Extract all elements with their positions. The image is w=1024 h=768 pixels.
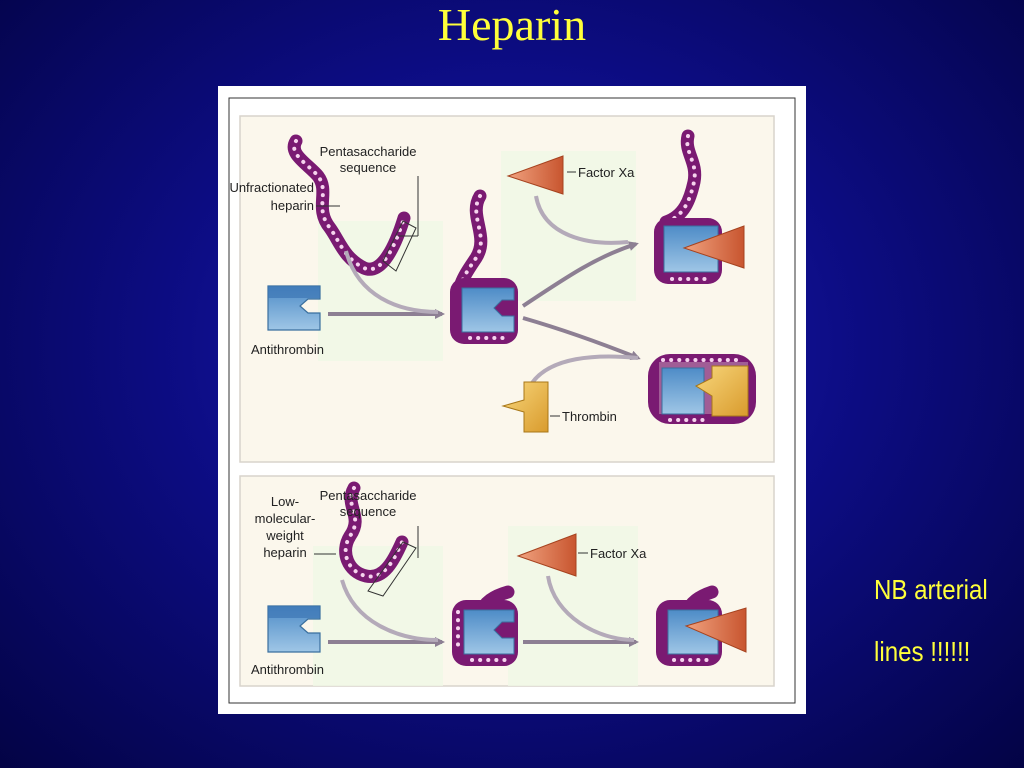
pentasaccharide-label-line2: sequence: [340, 160, 396, 175]
factor-xa-protein: [506, 155, 564, 195]
heparin-antithrombin-complex: [450, 189, 518, 344]
lmwh-antithrombin-xa-complex: [656, 585, 747, 666]
arrow-to-thrombin-complex: [522, 316, 641, 361]
lmwh-label-line2: molecular-: [255, 511, 316, 526]
lmwh-chain: [339, 481, 409, 583]
lmwh-label-line3: weight: [265, 528, 304, 543]
unfractionated-heparin-chain: [287, 134, 411, 276]
heparin-antithrombin-xa-complex: [654, 129, 745, 284]
lmwh-factor-xa-protein: [516, 533, 577, 577]
factor-xa-label: Factor Xa: [578, 165, 635, 180]
lmwh-antithrombin-complex: [452, 585, 518, 666]
heparin-label-line2: heparin: [271, 198, 314, 213]
note-line-2: lines !!!!!!: [874, 636, 971, 667]
lmwh-factor-xa-label: Factor Xa: [590, 546, 647, 561]
pentasaccharide-label-line1: Pentasaccharide: [320, 144, 417, 159]
heparin-antithrombin-thrombin-complex: [648, 354, 756, 424]
lmwh-antithrombin-label: Antithrombin: [251, 662, 324, 677]
lmwh-label-line4: heparin: [263, 545, 306, 560]
lmwh-pentasaccharide-bracket: [367, 541, 417, 597]
slide-title: Heparin: [437, 0, 587, 50]
lmwh-pentasaccharide-label-line2: sequence: [340, 504, 396, 519]
heparin-mechanism-figure: Pentasaccharide sequence Unfractionated …: [218, 86, 806, 714]
note-line-1: NB arterial: [874, 574, 988, 605]
lmwh-antithrombin-protein: [267, 605, 321, 653]
mechanism-diagram: Pentasaccharide sequence Unfractionated …: [228, 97, 796, 704]
thrombin-label: Thrombin: [562, 409, 617, 424]
lmwh-label-line1: Low-: [271, 494, 299, 509]
bottom-panel: Pentasaccharide sequence Low- molecular-…: [239, 475, 775, 687]
antithrombin-protein: [267, 285, 321, 331]
thrombin-protein: [501, 381, 549, 433]
pentasaccharide-bracket: [382, 220, 417, 272]
arrow-heparin-to-complex: [344, 250, 439, 314]
top-panel: Pentasaccharide sequence Unfractionated …: [229, 115, 775, 463]
arrow-to-xa-complex: [521, 241, 639, 308]
heparin-label-line1: Unfractionated: [229, 180, 314, 195]
antithrombin-label: Antithrombin: [251, 342, 324, 357]
lmwh-pentasaccharide-label-line1: Pentasaccharide: [320, 488, 417, 503]
